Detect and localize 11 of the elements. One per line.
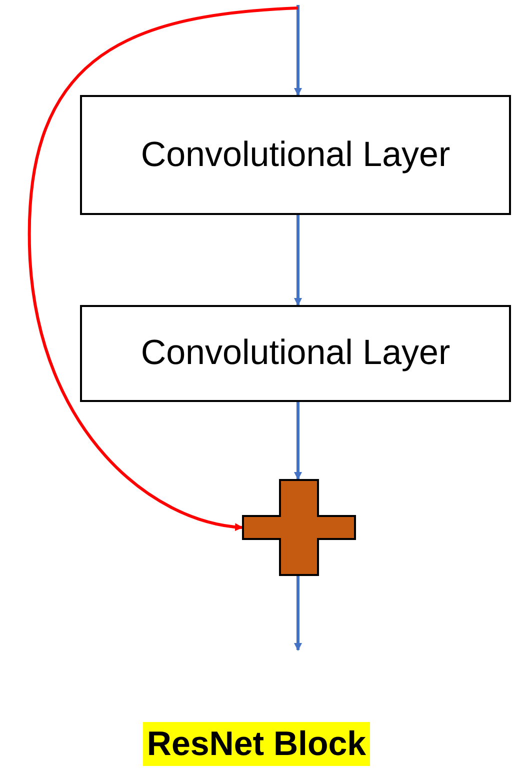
plus-sign (242, 479, 356, 576)
arrow (294, 5, 302, 96)
layer-label: Convolutional Layer (140, 134, 450, 176)
arrow (294, 576, 302, 651)
caption: ResNet Block (142, 722, 370, 766)
arrow (294, 402, 302, 480)
arrow (294, 215, 302, 306)
layer-box (80, 95, 511, 215)
layer-box (80, 305, 511, 402)
layer-label: Convolutional Layer (140, 332, 450, 374)
arrow (28, 6, 298, 531)
